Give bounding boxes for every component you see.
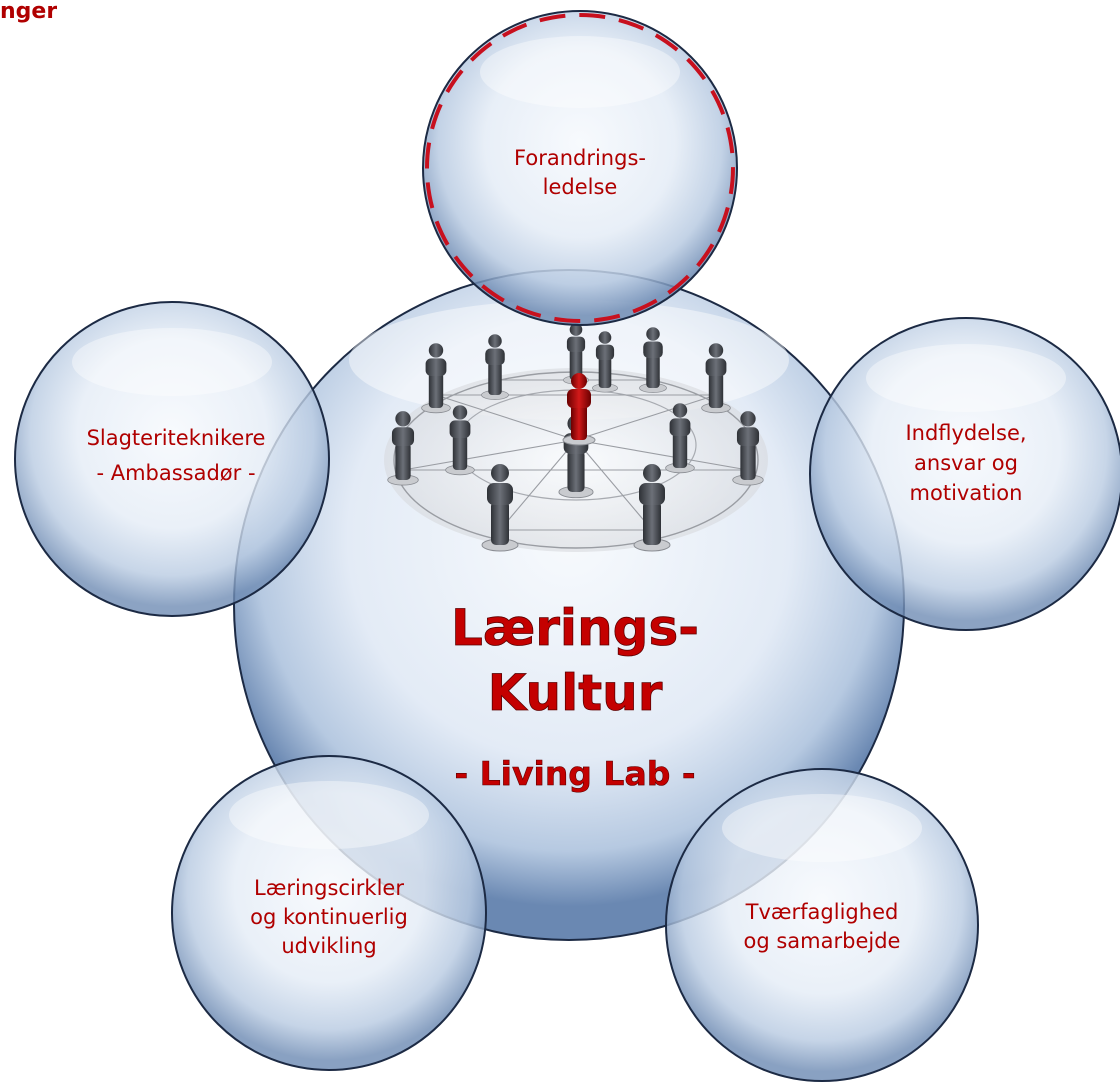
bubble-top-line2: ledelse xyxy=(543,175,618,199)
bubble-bottom-right: Tværfaglighed og samarbejde xyxy=(665,768,979,1082)
bubble-top-line1: Forandrings- xyxy=(514,146,646,170)
bubble-bottom-left-line1: Læringscirkler xyxy=(254,876,404,900)
center-title-line2: Kultur xyxy=(488,664,663,722)
bubble-right-line2: ansvar og xyxy=(914,451,1018,475)
bubble-left-line1: Slagteriteknikere xyxy=(87,426,266,450)
people-network-icon xyxy=(384,322,768,552)
bubble-bottom-right-line1: Tværfaglighed xyxy=(745,900,899,924)
bubble-top: Forandrings- ledelse xyxy=(422,10,738,326)
bubble-bottom-left-line2: og kontinuerlig xyxy=(250,905,408,929)
bubble-bottom-right-line2: og samarbejde xyxy=(744,929,901,953)
corner-label: nger xyxy=(0,0,58,24)
bubble-right-line1: Indflydelse, xyxy=(905,421,1026,445)
bubble-right: Indflydelse, ansvar og motivation xyxy=(809,317,1120,631)
bubble-left-line2: - Ambassadør - xyxy=(96,461,255,485)
bubble-left: Slagteriteknikere - Ambassadør - xyxy=(14,301,330,617)
center-title-line1: Lærings- xyxy=(451,599,699,657)
red-person-icon xyxy=(562,373,596,446)
center-subtitle: - Living Lab - xyxy=(454,754,695,793)
bubble-bottom-left-line3: udvikling xyxy=(281,934,376,958)
bubble-right-line3: motivation xyxy=(910,481,1023,505)
dashed-highlight-ring xyxy=(425,13,735,323)
bubble-bottom-left: Læringscirkler og kontinuerlig udvikling xyxy=(171,755,487,1071)
